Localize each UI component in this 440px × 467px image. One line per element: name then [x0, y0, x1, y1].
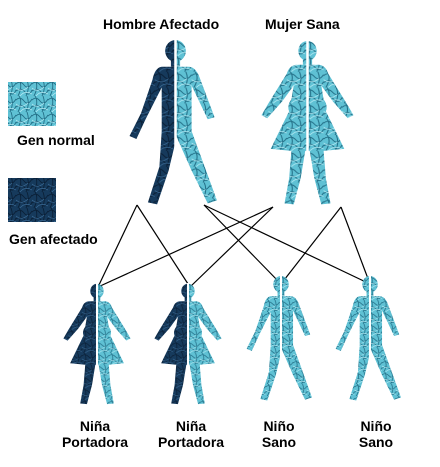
mother-figure — [261, 40, 354, 209]
inheritance-lines — [97, 204, 371, 288]
father-label: Hombre Afectado — [103, 16, 220, 32]
child-2-label-line2: Portadora — [157, 434, 225, 450]
legend-normal-label: Gen normal — [17, 132, 95, 148]
child-3-label-line2: Sano — [261, 434, 297, 450]
child-1-label-line2: Portadora — [61, 434, 129, 450]
legend-swatch-normal — [8, 82, 56, 126]
line-mother-child1 — [97, 206, 274, 288]
line-mother-child2 — [189, 206, 274, 288]
child-2-label: Niña Portadora — [146, 418, 236, 450]
child-3-label: Niño Sano — [239, 418, 319, 450]
line-father-child2 — [136, 204, 191, 288]
line-father-child4 — [203, 204, 371, 285]
child-3-label-line1: Niño — [263, 418, 295, 434]
child-figure-carrier-2 — [154, 283, 222, 408]
line-father-child3 — [203, 204, 282, 285]
legend-swatch-affected — [8, 178, 56, 222]
child-figure-healthy-1 — [246, 276, 312, 404]
legend-affected-label: Gen afectado — [9, 231, 98, 247]
child-1-label-line1: Niña — [79, 418, 111, 434]
child-1-label: Niña Portadora — [50, 418, 140, 450]
child-figure-carrier-1 — [63, 283, 131, 408]
child-4-label-line2: Sano — [358, 434, 394, 450]
line-mother-child3 — [280, 206, 342, 285]
child-4-label-line1: Niño — [360, 418, 392, 434]
line-mother-child4 — [340, 206, 371, 285]
line-father-child1 — [97, 204, 138, 288]
father-figure — [129, 40, 217, 209]
child-4-label: Niño Sano — [336, 418, 416, 450]
child-figure-healthy-2 — [335, 276, 401, 404]
mother-label: Mujer Sana — [265, 16, 340, 32]
child-2-label-line1: Niña — [175, 418, 207, 434]
